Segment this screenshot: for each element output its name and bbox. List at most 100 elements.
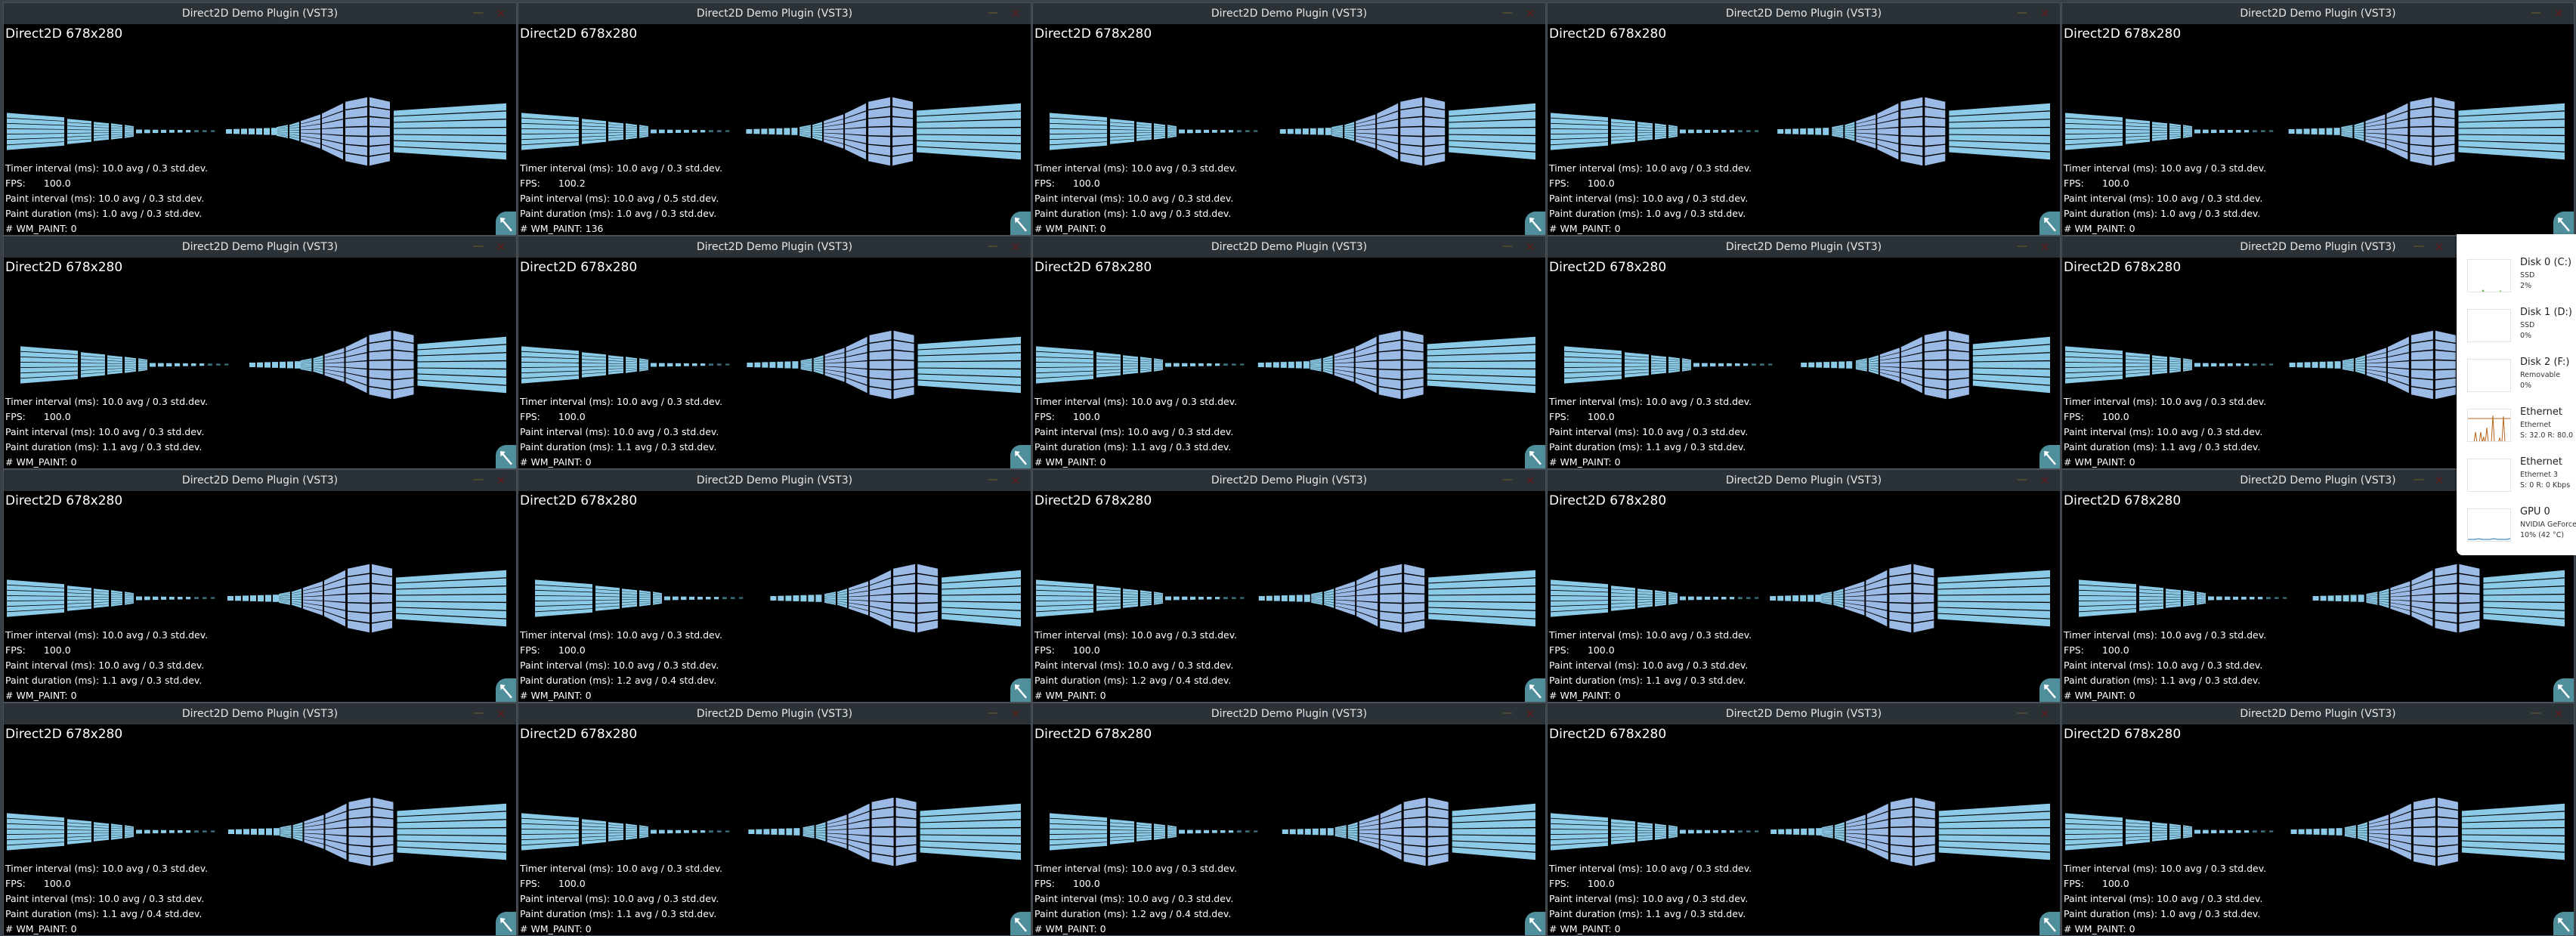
- minimize-button[interactable]: —: [1502, 707, 1513, 719]
- resize-grip[interactable]: [2553, 678, 2574, 702]
- resize-grip[interactable]: [1010, 212, 1031, 235]
- window-titlebar[interactable]: Direct2D Demo Plugin (VST3)—✕: [2062, 703, 2574, 724]
- close-button[interactable]: ✕: [1525, 474, 1535, 487]
- resize-grip[interactable]: [2039, 912, 2060, 935]
- window-titlebar[interactable]: Direct2D Demo Plugin (VST3)—✕: [1548, 703, 2060, 724]
- resize-grip[interactable]: [496, 678, 516, 702]
- minimize-button[interactable]: —: [2531, 7, 2541, 19]
- minimize-button[interactable]: —: [2017, 474, 2027, 486]
- plugin-window[interactable]: Direct2D Demo Plugin (VST3)—✕Direct2D 67…: [1032, 2, 1546, 236]
- resize-grip[interactable]: [496, 912, 516, 935]
- close-button[interactable]: ✕: [1525, 707, 1535, 721]
- window-titlebar[interactable]: Direct2D Demo Plugin (VST3)—✕: [518, 3, 1031, 24]
- minimize-button[interactable]: —: [473, 7, 484, 19]
- minimize-button[interactable]: —: [473, 707, 484, 719]
- minimize-button[interactable]: —: [473, 474, 484, 486]
- close-button[interactable]: ✕: [1525, 7, 1535, 20]
- resize-grip[interactable]: [2039, 212, 2060, 235]
- close-button[interactable]: ✕: [2039, 240, 2050, 254]
- resize-grip[interactable]: [1525, 445, 1545, 468]
- resize-grip[interactable]: [2039, 678, 2060, 702]
- minimize-button[interactable]: —: [2414, 474, 2424, 486]
- close-button[interactable]: ✕: [2039, 707, 2050, 721]
- close-button[interactable]: ✕: [2039, 7, 2050, 20]
- plugin-window[interactable]: Direct2D Demo Plugin (VST3)—✕Direct2D 67…: [1547, 703, 2061, 936]
- minimize-button[interactable]: —: [1502, 474, 1513, 486]
- close-button[interactable]: ✕: [2553, 7, 2564, 20]
- plugin-window[interactable]: Direct2D Demo Plugin (VST3)—✕Direct2D 67…: [1032, 236, 1546, 469]
- window-titlebar[interactable]: Direct2D Demo Plugin (VST3)—✕: [4, 236, 516, 258]
- window-titlebar[interactable]: Direct2D Demo Plugin (VST3)—✕: [1548, 236, 2060, 258]
- resize-grip[interactable]: [496, 212, 516, 235]
- window-titlebar[interactable]: Direct2D Demo Plugin (VST3)—✕: [1548, 3, 2060, 24]
- plugin-window[interactable]: Direct2D Demo Plugin (VST3)—✕Direct2D 67…: [518, 703, 1031, 936]
- window-titlebar[interactable]: Direct2D Demo Plugin (VST3)—✕: [518, 703, 1031, 724]
- minimize-button[interactable]: —: [988, 240, 998, 252]
- window-titlebar[interactable]: Direct2D Demo Plugin (VST3)—✕: [1033, 3, 1545, 24]
- close-button[interactable]: ✕: [1525, 240, 1535, 254]
- plugin-window[interactable]: Direct2D Demo Plugin (VST3)—✕Direct2D 67…: [1547, 236, 2061, 469]
- close-button[interactable]: ✕: [2434, 474, 2445, 487]
- minimize-button[interactable]: —: [2017, 7, 2027, 19]
- plugin-window[interactable]: Direct2D Demo Plugin (VST3)—✕Direct2D 67…: [2061, 2, 2574, 236]
- close-button[interactable]: ✕: [2434, 240, 2445, 254]
- window-titlebar[interactable]: Direct2D Demo Plugin (VST3)—✕: [1033, 470, 1545, 491]
- resize-grip[interactable]: [1525, 912, 1545, 935]
- plugin-window[interactable]: Direct2D Demo Plugin (VST3)—✕Direct2D 67…: [1032, 703, 1546, 936]
- window-titlebar[interactable]: Direct2D Demo Plugin (VST3)—✕: [1548, 470, 2060, 491]
- plugin-window[interactable]: Direct2D Demo Plugin (VST3)—✕Direct2D 67…: [518, 2, 1031, 236]
- plugin-window[interactable]: Direct2D Demo Plugin (VST3)—✕Direct2D 67…: [518, 236, 1031, 469]
- window-titlebar[interactable]: Direct2D Demo Plugin (VST3)—✕: [4, 3, 516, 24]
- close-button[interactable]: ✕: [2553, 707, 2564, 721]
- close-button[interactable]: ✕: [496, 7, 506, 20]
- window-titlebar[interactable]: Direct2D Demo Plugin (VST3)—✕: [518, 470, 1031, 491]
- close-button[interactable]: ✕: [496, 707, 506, 721]
- minimize-button[interactable]: —: [1502, 240, 1513, 252]
- minimize-button[interactable]: —: [2414, 240, 2424, 252]
- window-titlebar[interactable]: Direct2D Demo Plugin (VST3)—✕: [1033, 703, 1545, 724]
- close-button[interactable]: ✕: [496, 240, 506, 254]
- plugin-window[interactable]: Direct2D Demo Plugin (VST3)—✕Direct2D 67…: [1547, 469, 2061, 703]
- resize-grip[interactable]: [1525, 212, 1545, 235]
- minimize-button[interactable]: —: [2017, 707, 2027, 719]
- window-titlebar[interactable]: Direct2D Demo Plugin (VST3)—✕: [1033, 236, 1545, 258]
- resize-grip[interactable]: [1010, 445, 1031, 468]
- plugin-window[interactable]: Direct2D Demo Plugin (VST3)—✕Direct2D 67…: [518, 469, 1031, 703]
- close-button[interactable]: ✕: [2039, 474, 2050, 487]
- close-button[interactable]: ✕: [496, 474, 506, 487]
- close-button[interactable]: ✕: [1010, 474, 1021, 487]
- minimize-button[interactable]: —: [988, 7, 998, 19]
- resize-grip[interactable]: [2039, 445, 2060, 468]
- resize-grip[interactable]: [2553, 912, 2574, 935]
- window-titlebar[interactable]: Direct2D Demo Plugin (VST3)—✕: [518, 236, 1031, 258]
- resize-grip[interactable]: [1010, 912, 1031, 935]
- plugin-window[interactable]: Direct2D Demo Plugin (VST3)—✕Direct2D 67…: [1547, 2, 2061, 236]
- close-button[interactable]: ✕: [1010, 240, 1021, 254]
- plugin-window[interactable]: Direct2D Demo Plugin (VST3)—✕Direct2D 67…: [3, 236, 517, 469]
- window-titlebar[interactable]: Direct2D Demo Plugin (VST3)—✕: [2062, 3, 2574, 24]
- plugin-window[interactable]: Direct2D Demo Plugin (VST3)—✕Direct2D 67…: [3, 703, 517, 936]
- minimize-button[interactable]: —: [473, 240, 484, 252]
- minimize-button[interactable]: —: [988, 474, 998, 486]
- plugin-window[interactable]: Direct2D Demo Plugin (VST3)—✕Direct2D 67…: [2061, 703, 2574, 936]
- window-titlebar[interactable]: Direct2D Demo Plugin (VST3)—✕: [4, 470, 516, 491]
- minimize-button[interactable]: —: [1502, 7, 1513, 19]
- resize-grip[interactable]: [496, 445, 516, 468]
- window-titlebar[interactable]: Direct2D Demo Plugin (VST3)—✕: [4, 703, 516, 724]
- minimize-button[interactable]: —: [2531, 707, 2541, 719]
- resize-grip[interactable]: [1525, 678, 1545, 702]
- plugin-window[interactable]: Direct2D Demo Plugin (VST3)—✕Direct2D 67…: [3, 469, 517, 703]
- plugin-window[interactable]: Direct2D Demo Plugin (VST3)—✕Direct2D 67…: [1032, 469, 1546, 703]
- resize-grip[interactable]: [1010, 678, 1031, 702]
- resize-grip[interactable]: [2553, 212, 2574, 235]
- plugin-window[interactable]: Direct2D Demo Plugin (VST3)—✕Direct2D 67…: [3, 2, 517, 236]
- minimize-button[interactable]: —: [988, 707, 998, 719]
- minimize-button[interactable]: —: [2017, 240, 2027, 252]
- close-button[interactable]: ✕: [1010, 707, 1021, 721]
